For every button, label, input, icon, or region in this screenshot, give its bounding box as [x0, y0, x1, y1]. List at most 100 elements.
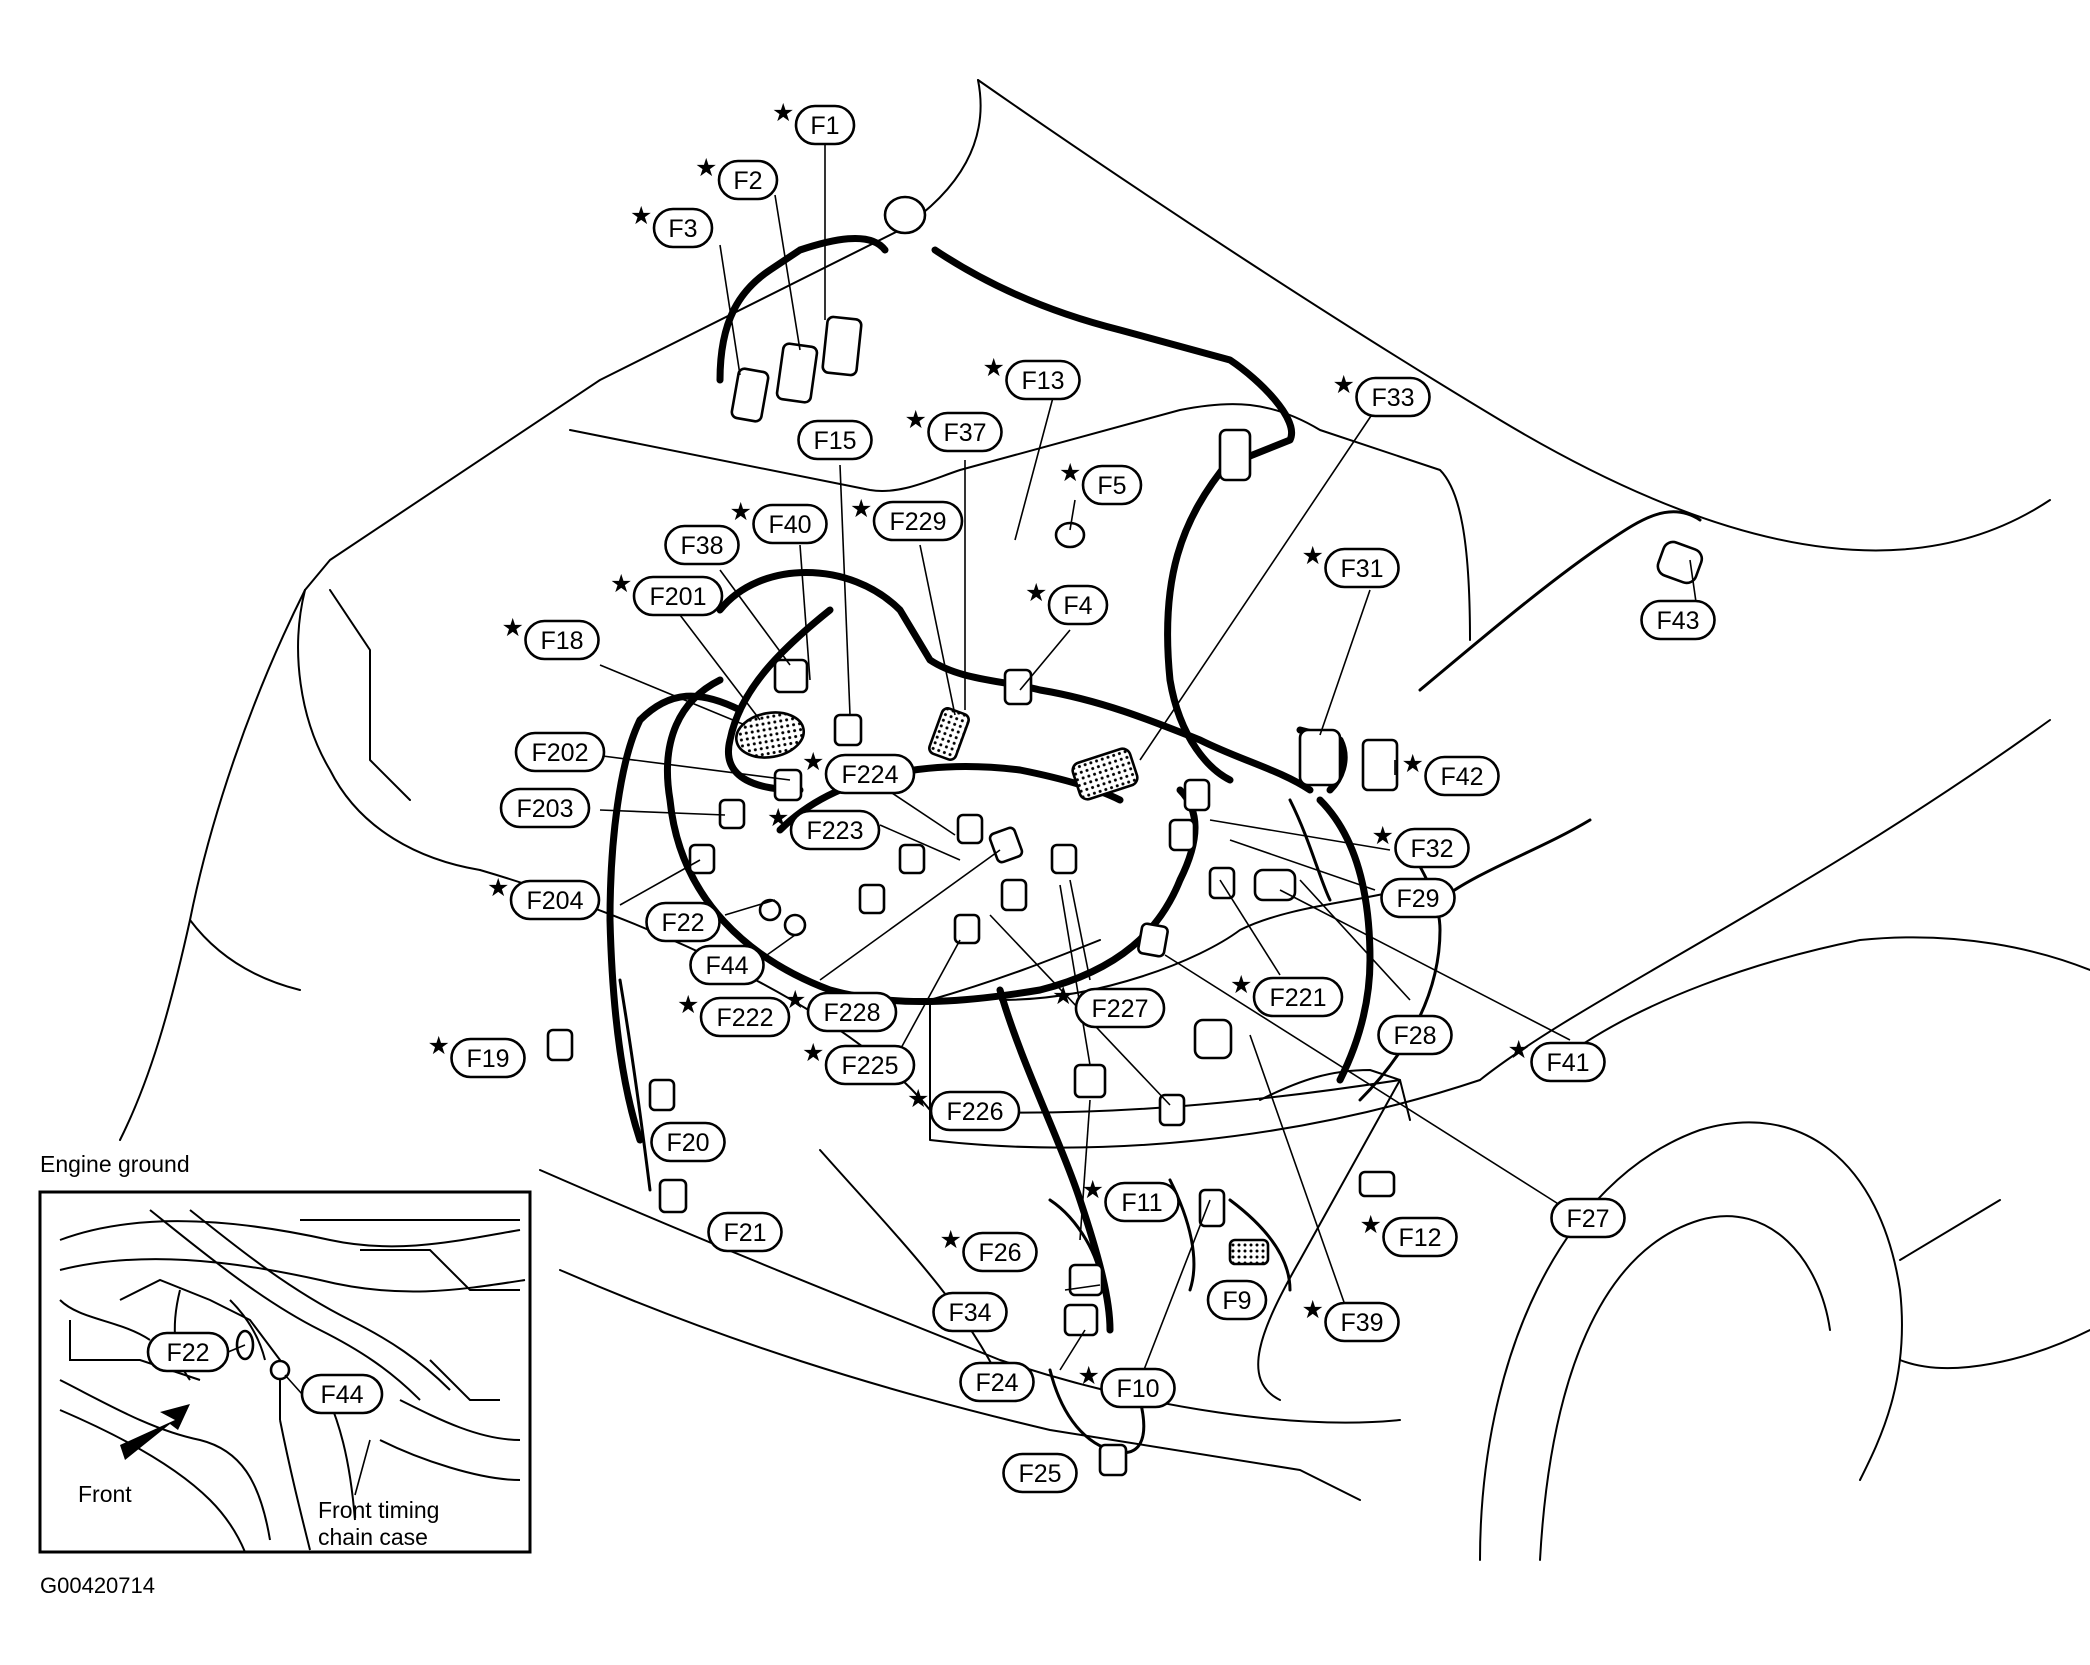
connector-label-text: F44: [705, 952, 748, 980]
star-icon: ★: [428, 1032, 450, 1060]
connector-label-text: F204: [527, 887, 584, 915]
star-icon: ★: [784, 986, 806, 1014]
connector-label-frame: [645, 901, 721, 943]
connector-label-f225: F225★: [802, 1039, 916, 1086]
connector-label-f18: F18★: [502, 614, 600, 661]
star-icon: ★: [907, 1085, 929, 1113]
connector-label-text: F10: [1116, 1375, 1159, 1403]
connector-label-frame: [689, 944, 765, 986]
star-icon: ★: [1333, 371, 1355, 399]
connector-label-text: F222: [717, 1004, 774, 1032]
star-icon: ★: [940, 1226, 962, 1254]
connector-label-f204: F204 ★: [487, 874, 601, 921]
star-icon: ★: [1025, 579, 1047, 607]
connector-label-f223: F223 ★: [767, 804, 881, 851]
star-icon: ★: [677, 991, 699, 1019]
connector-label-frame: [1206, 1279, 1268, 1321]
connector-label-frame: [717, 159, 779, 201]
connector-label-text: F11: [1121, 1189, 1162, 1217]
connector-label-text: F29: [1396, 885, 1439, 913]
connector-label-frame: [450, 1037, 526, 1079]
connector-label-frame: [1252, 976, 1344, 1018]
star-icon: ★: [772, 99, 794, 127]
connector-label-frame: [797, 419, 873, 461]
connector-label-f19: F19 ★: [428, 1032, 526, 1079]
connector-label-frame: [1382, 1216, 1458, 1258]
connector-label-text: F42: [1440, 763, 1483, 791]
star-icon: ★: [802, 748, 824, 776]
connector-label-frame: [524, 619, 600, 661]
connector-label-text: F9: [1222, 1287, 1251, 1315]
star-icon: ★: [802, 1039, 824, 1067]
connector-label-f24: F24: [959, 1361, 1035, 1403]
connector-label-text: F229: [890, 508, 947, 536]
star-icon: ★: [630, 202, 652, 230]
connector-label-frame: [664, 524, 740, 566]
connector-label-text: F13: [1021, 367, 1064, 395]
connector-label-f13: F13★: [983, 354, 1081, 401]
connector-label-text: F2: [733, 167, 762, 195]
connector-label-frame: [632, 575, 724, 617]
connector-label-frame: [806, 991, 898, 1033]
connector-label-f40: F40★: [730, 498, 828, 545]
connector-label-text: F224: [842, 761, 899, 789]
connector-label-f222: F222 ★: [677, 991, 791, 1038]
connector-label-f221: F221★: [1230, 971, 1344, 1018]
inset-case-label-1: Front timing: [318, 1497, 439, 1523]
connector-label-text: F4: [1063, 592, 1092, 620]
connector-label-text: F24: [975, 1369, 1018, 1397]
connector-label-frame: [752, 503, 828, 545]
connector-label-text: F221: [1270, 984, 1327, 1012]
connector-label-frame: [1640, 599, 1716, 641]
star-icon: ★: [1059, 459, 1081, 487]
connector-label-text: F19: [466, 1045, 509, 1073]
connector-label-text: F38: [680, 532, 723, 560]
star-icon: ★: [1078, 1362, 1100, 1390]
inset-front-label: Front: [78, 1481, 132, 1507]
connector-label-text: F223: [807, 817, 864, 845]
connector-label-f227: F227★: [1052, 982, 1166, 1029]
connector-label-text: F228: [824, 999, 881, 1027]
connector-label-f224: F224 ★: [802, 748, 916, 795]
connector-label-frame: [1424, 755, 1500, 797]
front-arrow-icon: [120, 1404, 190, 1460]
connector-label-frame: [927, 411, 1003, 453]
connector-label-f10: F10 ★: [1078, 1362, 1176, 1409]
connector-label-frame: [872, 500, 964, 542]
connector-label-text: F227: [1092, 995, 1149, 1023]
connector-label-f226: F226★: [907, 1085, 1021, 1132]
connector-label-frame: [1100, 1367, 1176, 1409]
connector-label-f41: F41★: [1508, 1036, 1606, 1083]
vehicle-body-outline: [119, 79, 2090, 1561]
connector-label-frame: [959, 1361, 1035, 1403]
connector-label-frame: [1380, 877, 1456, 919]
connector-label-frame: [509, 879, 601, 921]
connector-label-f5: F5 ★: [1059, 459, 1143, 506]
connector-label-frame: [652, 207, 714, 249]
connector-label-frame: [789, 809, 881, 851]
connector-label-text: F20: [666, 1129, 709, 1157]
star-icon: ★: [1082, 1176, 1104, 1204]
connector-label-f4: F4 ★: [1025, 579, 1109, 626]
star-icon: ★: [730, 498, 752, 526]
star-icon: ★: [767, 804, 789, 832]
figure-code: G00420714: [40, 1573, 155, 1598]
connector-label-f44: F44: [689, 944, 765, 986]
connector-label-text: F5: [1097, 472, 1126, 500]
connector-label-f203: F203: [499, 787, 591, 829]
connector-label-f33: F33★: [1333, 371, 1431, 418]
connector-label-text: F21: [723, 1219, 766, 1247]
connector-label-f38: F38: [664, 524, 740, 566]
leader-lines: [594, 140, 1701, 1381]
connector-label-f21: F21: [707, 1211, 783, 1253]
connector-label-f20: F20: [650, 1121, 726, 1163]
connector-label-f34: F34: [932, 1291, 1008, 1333]
connector-label-f3: F3★: [630, 202, 714, 249]
star-icon: ★: [905, 406, 927, 434]
star-icon: ★: [1302, 542, 1324, 570]
connector-label-text: F34: [948, 1299, 991, 1327]
star-icon: ★: [487, 874, 509, 902]
connector-label-text: F22: [661, 909, 704, 937]
connector-label-frame: [499, 787, 591, 829]
connector-label-text: F37: [943, 419, 986, 447]
